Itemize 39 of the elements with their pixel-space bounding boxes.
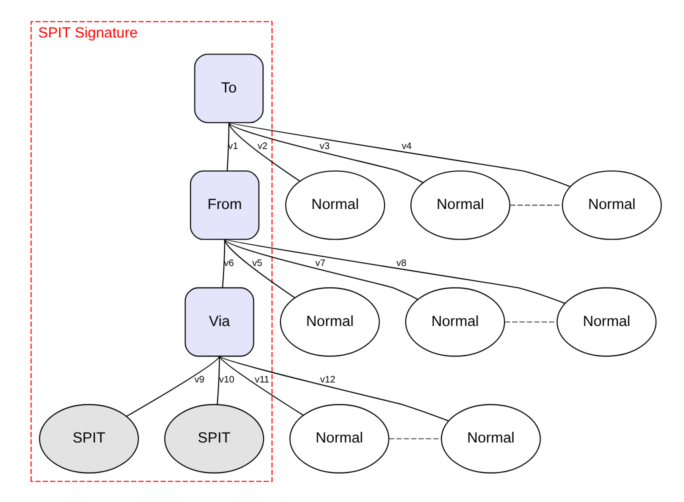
connector bbox=[224, 238, 296, 298]
node-ellipse: Normal bbox=[285, 170, 386, 240]
node-ellipse: Normal bbox=[556, 286, 657, 356]
edge-label: v7 bbox=[315, 257, 326, 268]
edge-label: v5 bbox=[252, 257, 262, 268]
edge-label: v12 bbox=[320, 374, 336, 386]
node-ellipse: Normal bbox=[405, 286, 506, 356]
connector bbox=[504, 320, 557, 322]
node-ellipse: Normal bbox=[289, 404, 390, 473]
edge-label: v6 bbox=[224, 257, 234, 268]
node-ellipse: Normal bbox=[410, 170, 510, 240]
edge-label: v8 bbox=[396, 257, 406, 268]
node-box: Via bbox=[184, 286, 254, 356]
edge-label: v11 bbox=[254, 374, 270, 386]
edge-label: v2 bbox=[258, 140, 268, 152]
node-ellipse: SPIT bbox=[39, 404, 139, 473]
node-ellipse: Normal bbox=[440, 404, 541, 473]
connector bbox=[126, 355, 220, 416]
connector bbox=[510, 204, 562, 206]
connector bbox=[228, 122, 424, 182]
connector bbox=[222, 238, 226, 288]
node-box: To bbox=[194, 53, 264, 123]
edge-label: v9 bbox=[194, 374, 204, 386]
connector bbox=[226, 122, 230, 170]
connector bbox=[389, 438, 442, 439]
connector bbox=[224, 238, 418, 300]
connector bbox=[216, 356, 220, 404]
connector bbox=[218, 355, 304, 416]
edge-label: v10 bbox=[219, 374, 234, 386]
edge-label: v3 bbox=[320, 140, 330, 152]
connector bbox=[224, 238, 566, 304]
node-box: From bbox=[190, 170, 260, 240]
connector bbox=[228, 122, 570, 187]
node-ellipse: SPIT bbox=[164, 404, 264, 473]
node-ellipse: Normal bbox=[562, 170, 662, 240]
node-ellipse: Normal bbox=[280, 286, 380, 356]
connector bbox=[228, 122, 300, 182]
connector bbox=[219, 355, 449, 421]
edge-label: v4 bbox=[402, 140, 412, 152]
